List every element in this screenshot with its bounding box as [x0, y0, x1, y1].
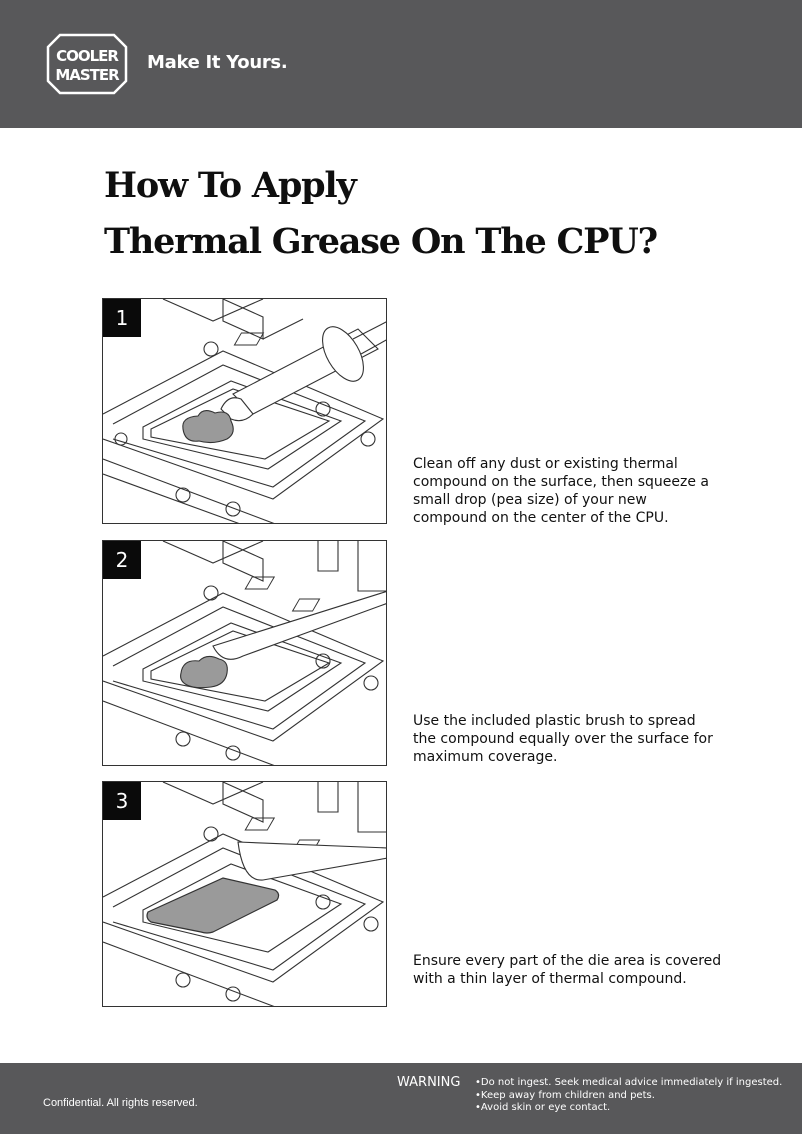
- cpu-socket-fully-covered-drawing: [103, 782, 386, 1006]
- step-3-illustration: 3: [102, 781, 387, 1007]
- step-3-number: 3: [103, 782, 141, 820]
- page-header: COOLER MASTER Make It Yours.: [0, 0, 802, 128]
- page-title: How To Apply Thermal Grease On The CPU?: [104, 158, 658, 270]
- step-2-number: 2: [103, 541, 141, 579]
- step-1-illustration: 1: [102, 298, 387, 524]
- brand-tagline: Make It Yours.: [147, 52, 288, 73]
- step-3-text: Ensure every part of the die area is cov…: [413, 953, 722, 987]
- confidential-notice: Confidential. All rights reserved.: [43, 1097, 198, 1109]
- title-line-2: Thermal Grease On The CPU?: [104, 221, 658, 262]
- step-1-number: 1: [103, 299, 141, 337]
- step-2-illustration: 2: [102, 540, 387, 766]
- cooler-master-logo: COOLER MASTER: [46, 33, 128, 95]
- page-footer: Confidential. All rights reserved. WARNI…: [0, 1063, 802, 1134]
- warning-item: Do not ingest. Seek medical advice immed…: [475, 1077, 782, 1090]
- step-1-text: Clean off any dust or existing thermal c…: [413, 456, 709, 526]
- cpu-socket-with-syringe-drawing: [103, 299, 386, 523]
- warning-list: Do not ingest. Seek medical advice immed…: [475, 1077, 782, 1115]
- warning-item: Avoid skin or eye contact.: [475, 1102, 782, 1115]
- title-line-1: How To Apply: [104, 165, 357, 206]
- warning-item: Keep away from children and pets.: [475, 1090, 782, 1103]
- cpu-socket-with-brush-drawing: [103, 541, 386, 765]
- warning-label: WARNING: [397, 1075, 461, 1090]
- step-2-text: Use the included plastic brush to spread…: [413, 713, 713, 765]
- logo-text-bottom: MASTER: [55, 66, 120, 84]
- logo-text-top: COOLER: [56, 47, 119, 65]
